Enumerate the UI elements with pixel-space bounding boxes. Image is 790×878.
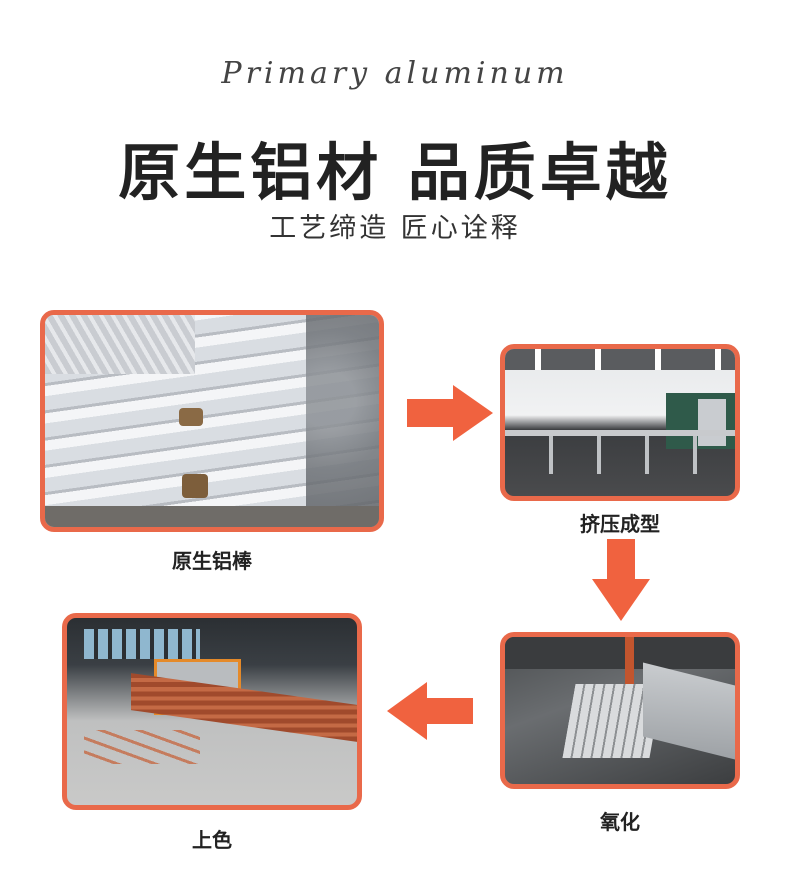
main-title: 原生铝材 品质卓越	[118, 136, 672, 209]
step-2-label: 挤压成型	[580, 512, 660, 536]
roller-table	[505, 429, 735, 475]
rod-ends	[305, 315, 379, 527]
wood-block	[178, 408, 203, 427]
factory-windows	[84, 629, 201, 660]
step-1-label: 原生铝棒	[172, 549, 252, 573]
pillar	[624, 637, 634, 708]
step-2-photo-extrusion	[500, 344, 740, 501]
step-4-photo-coloring	[62, 613, 362, 810]
step-3-photo-oxidation	[500, 632, 740, 789]
back-wall	[505, 637, 735, 670]
arrow-left-icon	[385, 680, 475, 742]
ceiling-lights	[505, 349, 735, 370]
wood-block	[181, 474, 208, 498]
aluminum-sheets	[643, 662, 735, 759]
floor	[45, 505, 379, 527]
step-4-label: 上色	[192, 828, 232, 852]
step-3-label: 氧化	[600, 810, 640, 834]
roof-detail	[45, 315, 196, 375]
subtitle: 工艺缔造 匠心诠释	[269, 213, 521, 244]
arrow-right-icon	[405, 383, 495, 443]
arrow-down-icon	[590, 537, 652, 623]
step-1-photo-aluminum-rods	[40, 310, 384, 532]
scrap-pieces	[84, 730, 201, 764]
script-title: Primary aluminum	[221, 56, 569, 91]
